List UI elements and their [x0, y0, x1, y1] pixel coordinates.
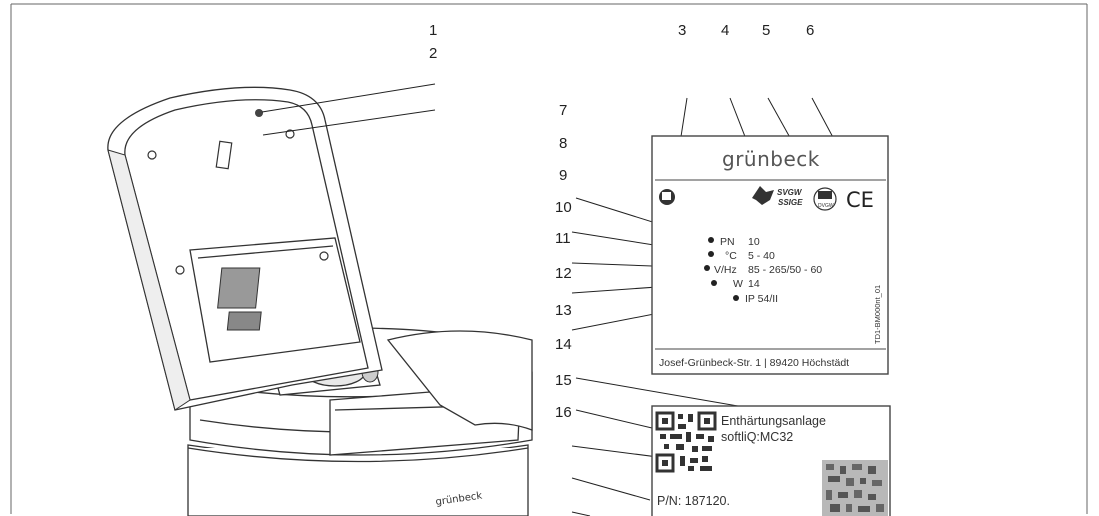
sticker-product-type: Enthärtungsanlage: [721, 414, 826, 428]
plate-row-pn-key: PN: [720, 236, 735, 248]
plate-ip-rating: IP 54/II: [745, 293, 778, 305]
plate-row-temp-key: °C: [725, 250, 737, 262]
plate-row-volt-val: 85 - 265/50 - 60: [748, 264, 822, 276]
callout-4: 4: [721, 22, 729, 39]
sticker-part-number: P/N: 187120.: [657, 494, 730, 508]
svg-text:DVGW: DVGW: [818, 203, 834, 209]
callout-6: 6: [806, 22, 814, 39]
callout-7: 7: [559, 102, 567, 119]
plate-brand: grünbeck: [722, 147, 820, 171]
svgw-text-1: SVGW: [777, 188, 803, 197]
plate-address: Josef-Grünbeck-Str. 1 | 89420 Höchstädt: [659, 357, 849, 369]
dvgw-cross-icon: [752, 186, 774, 205]
callout-15: 15: [555, 372, 572, 389]
manual-book-icon: [659, 189, 675, 205]
callout-10: 10: [555, 199, 572, 216]
softener-device-illustration: grünbeck: [107, 86, 533, 516]
product-sticker: Enthärtungsanlage softliQ:MC32 P/N: 1871…: [651, 405, 891, 516]
callout-numbers: 1 2 3 4 5 6 7 8 9 10 11 12 13 14 15 16: [429, 22, 814, 421]
svgw-text-2: SSIGE: [778, 198, 803, 207]
data-matrix-code: [822, 460, 888, 516]
callout-14: 14: [555, 336, 572, 353]
callout-1: 1: [429, 22, 437, 39]
callout-12: 12: [555, 265, 572, 282]
dvgw-seal-icon: DVGW: [813, 187, 837, 211]
plate-side-code: TD1-BM000nt_01: [873, 285, 882, 344]
rating-plate: grünbeck SVGW SSIGE DVGW CE PN 10 °C 5 -…: [651, 135, 889, 375]
plate-row-pn-val: 10: [748, 236, 760, 248]
callout-9: 9: [559, 167, 567, 184]
plate-row-temp-val: 5 - 40: [748, 250, 775, 262]
callout-3: 3: [678, 22, 686, 39]
plate-row-volt-key: V/Hz: [714, 264, 737, 276]
callout-11: 11: [555, 230, 571, 247]
callout-13: 13: [555, 302, 572, 319]
callout-16: 16: [555, 404, 572, 421]
plate-row-watt-key: W: [733, 278, 743, 290]
callout-5: 5: [762, 22, 770, 39]
ce-mark-icon: CE: [846, 188, 874, 212]
sticker-model: softliQ:MC32: [721, 430, 793, 444]
callout-8: 8: [559, 135, 567, 152]
qr-code-small: [655, 411, 717, 473]
callout-2: 2: [429, 45, 437, 62]
plate-row-watt-val: 14: [748, 278, 760, 290]
